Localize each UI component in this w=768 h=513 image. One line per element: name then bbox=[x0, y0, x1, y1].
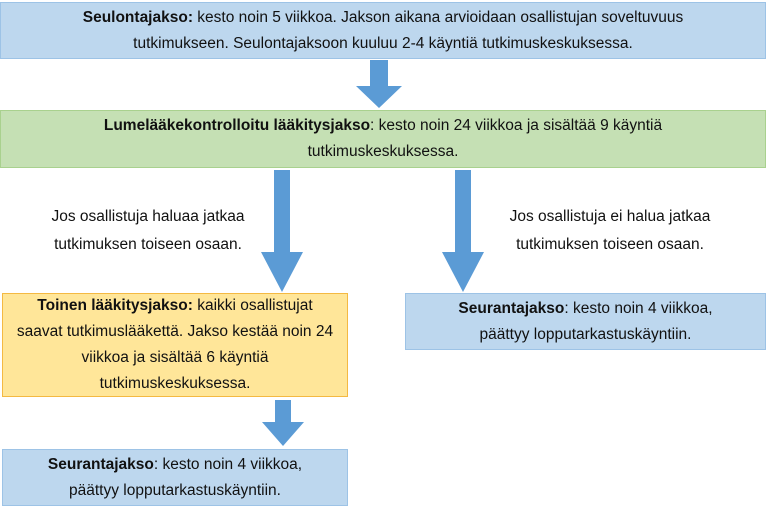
followup-right-box: Seurantajakso: kesto noin 4 viikkoa, pää… bbox=[405, 293, 766, 350]
second-text: kaikki osallistujat saavat tutkimuslääke… bbox=[16, 297, 334, 392]
screening-text: kesto noin 5 viikkoa. Jakson aikana arvi… bbox=[133, 8, 684, 52]
arrow-down-icon bbox=[356, 60, 402, 108]
placebo-period-box: Lumelääkekontrolloitu lääkitysjakso: kes… bbox=[0, 110, 766, 168]
continue-label: Jos osallistuja haluaa jatkaa tutkimukse… bbox=[51, 208, 245, 253]
followup-left-text: : kesto noin 4 viikkoa, päättyy lopputar… bbox=[69, 455, 303, 499]
screening-title: Seulontajakso: bbox=[82, 8, 193, 26]
screening-period-box: Seulontajakso: kesto noin 5 viikkoa. Jak… bbox=[0, 2, 766, 59]
second-title: Toinen lääkitysjakso: bbox=[37, 297, 193, 314]
placebo-title: Lumelääkekontrolloitu lääkitysjakso bbox=[103, 117, 371, 134]
followup-right-text: : kesto noin 4 viikkoa, päättyy lopputar… bbox=[479, 299, 713, 343]
arrow-down-left-icon bbox=[261, 170, 303, 292]
arrow-down-bottom-icon bbox=[262, 400, 304, 446]
followup-left-box: Seurantajakso: kesto noin 4 viikkoa, pää… bbox=[2, 449, 348, 506]
not-continue-label: Jos osallistuja ei halua jatkaa tutkimuk… bbox=[509, 208, 711, 253]
arrow-down-right-icon bbox=[442, 170, 484, 292]
followup-right-title: Seurantajakso bbox=[458, 299, 565, 317]
second-period-box: Toinen lääkitysjakso: kaikki osallistuja… bbox=[2, 293, 348, 397]
placebo-text: : kesto noin 24 viikkoa ja sisältää 9 kä… bbox=[307, 117, 663, 160]
followup-left-title: Seurantajakso bbox=[47, 455, 154, 473]
